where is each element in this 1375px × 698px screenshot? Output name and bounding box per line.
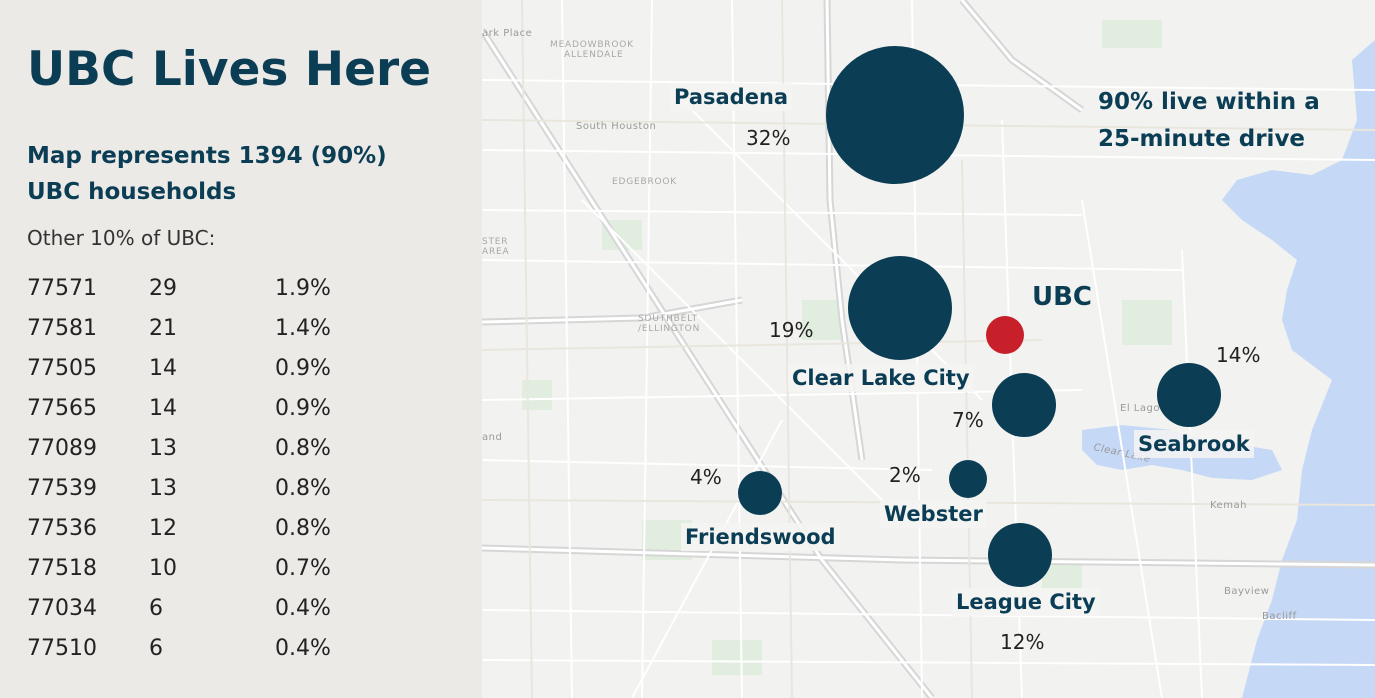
zip-cell: 77539: [27, 475, 97, 501]
ubc-marker[interactable]: [986, 316, 1024, 354]
zip-cell: 77510: [27, 635, 97, 661]
pct-cell: 0.8%: [275, 435, 331, 461]
table-row: 77536 12 0.8%: [27, 508, 375, 548]
place-label-pasadena: Pasadena: [670, 83, 793, 111]
zip-cell: 77089: [27, 435, 97, 461]
zip-cell: 77571: [27, 275, 97, 301]
table-row: 77510 6 0.4%: [27, 628, 375, 668]
basemap-label: Bacliff: [1262, 611, 1297, 622]
ubc-label: UBC: [1032, 282, 1093, 312]
count-cell: 13: [149, 435, 177, 461]
zip-cell: 77505: [27, 355, 97, 381]
table-row: 77565 14 0.9%: [27, 388, 375, 428]
basemap-label: and: [482, 432, 503, 443]
count-cell: 13: [149, 475, 177, 501]
place-label-webster: Webster: [880, 500, 987, 528]
pct-cell: 0.4%: [275, 595, 331, 621]
bubble-clear-lake-city[interactable]: [848, 256, 952, 360]
basemap-label: South Houston: [576, 121, 657, 132]
count-cell: 14: [149, 395, 177, 421]
place-label-clear-lake-city: Clear Lake City: [788, 364, 974, 392]
bubble-friendswood[interactable]: [738, 471, 782, 515]
count-cell: 29: [149, 275, 177, 301]
page-title: UBC Lives Here: [27, 42, 432, 97]
basemap-label: ark Place: [482, 28, 533, 39]
pct-cell: 0.8%: [275, 475, 331, 501]
bubble-pasadena[interactable]: [826, 46, 964, 184]
place-label-seabrook: Seabrook: [1134, 430, 1254, 458]
count-cell: 10: [149, 555, 177, 581]
count-cell: 6: [149, 595, 163, 621]
bubble-webster[interactable]: [949, 460, 987, 498]
pct-label-league-city: 12%: [1000, 630, 1045, 654]
map-area[interactable]: ark Place MEADOWBROOK ALLENDALE South Ho…: [482, 0, 1375, 698]
basemap-label: ALLENDALE: [564, 50, 624, 60]
zip-table: 77571 29 1.9% 77581 21 1.4% 77505 14 0.9% 77565 14…: [27, 268, 375, 668]
pct-label-seabrook: 14%: [1216, 343, 1261, 367]
zip-cell: 77581: [27, 315, 97, 341]
pct-label-webster: 2%: [889, 463, 921, 487]
pct-cell: 0.9%: [275, 355, 331, 381]
count-cell: 12: [149, 515, 177, 541]
count-cell: 21: [149, 315, 177, 341]
pct-cell: 0.8%: [275, 515, 331, 541]
zip-cell: 77518: [27, 555, 97, 581]
pct-label-7-percent: 7%: [952, 408, 984, 432]
table-row: 77505 14 0.9%: [27, 348, 375, 388]
pct-label-clear-lake-city: 19%: [769, 318, 814, 342]
pct-cell: 0.9%: [275, 395, 331, 421]
pct-cell: 1.9%: [275, 275, 331, 301]
table-row: 77539 13 0.8%: [27, 468, 375, 508]
bubble-seabrook[interactable]: [1157, 363, 1221, 427]
pct-cell: 1.4%: [275, 315, 331, 341]
basemap-label: STER: [482, 237, 509, 247]
table-row: 77034 6 0.4%: [27, 588, 375, 628]
place-label-league-city: League City: [952, 588, 1100, 616]
place-label-friendswood: Friendswood: [681, 523, 840, 551]
bubble-7-percent[interactable]: [992, 373, 1056, 437]
basemap-label: SOUTHBELT: [638, 314, 698, 324]
table-row: 77518 10 0.7%: [27, 548, 375, 588]
zip-cell: 77536: [27, 515, 97, 541]
info-panel: UBC Lives Here Map represents 1394 (90%)…: [0, 0, 482, 698]
count-cell: 6: [149, 635, 163, 661]
zip-cell: 77034: [27, 595, 97, 621]
basemap-label: El Lago: [1120, 403, 1160, 414]
basemap-label: /ELLINGTON: [638, 324, 701, 334]
basemap-label: Kemah: [1210, 500, 1247, 511]
bubble-league-city[interactable]: [988, 523, 1052, 587]
drive-time-callout: 90% live within a 25-minute drive: [1098, 89, 1320, 152]
zip-cell: 77565: [27, 395, 97, 421]
basemap-label: MEADOWBROOK: [550, 40, 634, 50]
pct-cell: 0.7%: [275, 555, 331, 581]
table-row: 77581 21 1.4%: [27, 308, 375, 348]
pct-label-pasadena: 32%: [746, 126, 791, 150]
households-summary: Map represents 1394 (90%) UBC households: [27, 143, 387, 205]
other-label: Other 10% of UBC:: [27, 226, 216, 250]
basemap-label: Bayview: [1224, 586, 1270, 597]
table-row: 77089 13 0.8%: [27, 428, 375, 468]
pct-cell: 0.4%: [275, 635, 331, 661]
basemap-label: EDGEBROOK: [612, 177, 677, 187]
basemap-label: AREA: [482, 247, 510, 257]
count-cell: 14: [149, 355, 177, 381]
table-row: 77571 29 1.9%: [27, 268, 375, 308]
pct-label-friendswood: 4%: [690, 465, 722, 489]
